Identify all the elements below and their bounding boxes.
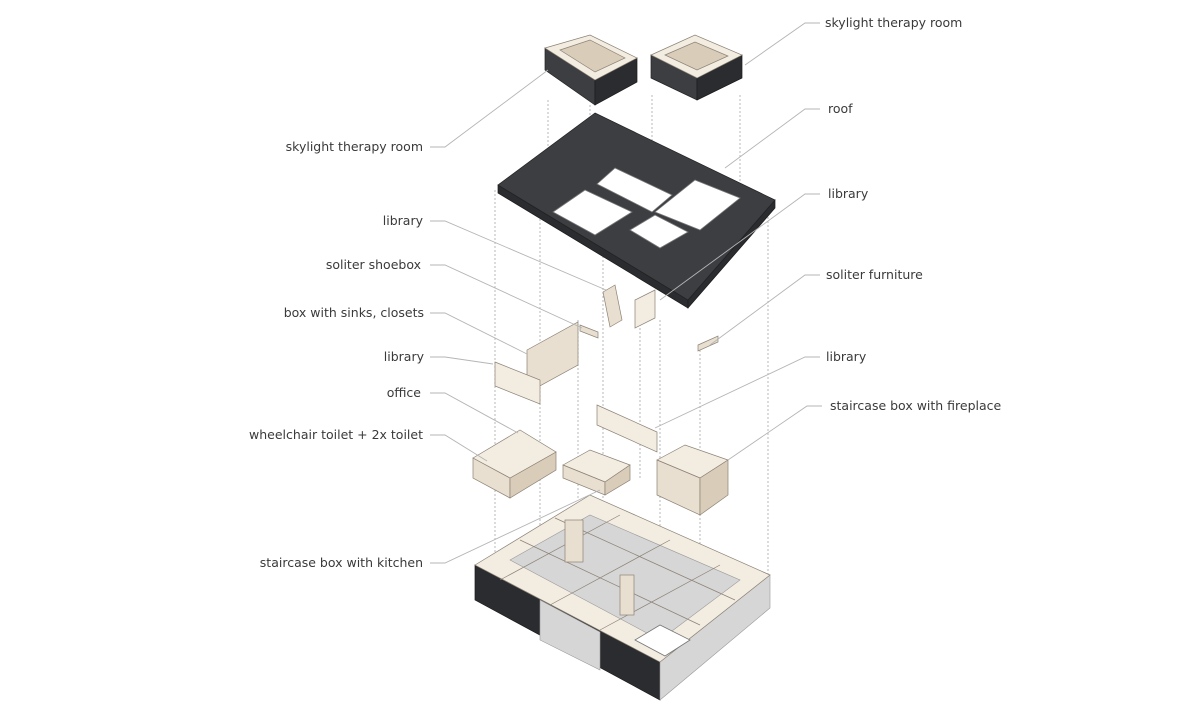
office-and-toilets (472, 429, 557, 499)
leader-lines (430, 22, 822, 564)
staircase-box-with-fireplace (656, 444, 729, 516)
label-soliter-shoebox: soliter shoebox (326, 257, 421, 272)
label-soliter-furniture: soliter furniture (826, 267, 923, 282)
skylight-opening (596, 167, 673, 213)
label-roof: roof (828, 101, 853, 116)
library-grid-upper (634, 289, 656, 329)
library-wall-upper (602, 284, 623, 328)
soliter-furniture (697, 335, 719, 352)
label-library: library (826, 349, 867, 364)
ground-floor-structure (474, 494, 771, 701)
label-staircase-box-with-fireplace: staircase box with fireplace (830, 398, 1002, 413)
labels-right: skylight therapy room roof library solit… (825, 15, 1002, 413)
skylight-opening (552, 189, 633, 236)
skylight-therapy-room-left (544, 34, 638, 106)
label-library: library (828, 186, 869, 201)
skylight-opening (629, 214, 689, 249)
skylight-opening (654, 179, 741, 231)
labels-left: skylight therapy room library soliter sh… (249, 139, 425, 570)
label-library: library (383, 213, 424, 228)
library-wall-lower-left (494, 361, 541, 405)
label-box-with-sinks-closets: box with sinks, closets (284, 305, 424, 320)
label-skylight-therapy-room-left: skylight therapy room (286, 139, 423, 154)
soliter-shoebox (579, 324, 599, 339)
label-library: library (384, 349, 425, 364)
label-skylight-therapy-room-right: skylight therapy room (825, 15, 962, 30)
label-wheelchair-toilet: wheelchair toilet + 2x toilet (249, 427, 423, 442)
skylight-therapy-room-right (650, 34, 743, 101)
library-grid-lower (596, 404, 658, 453)
label-office: office (387, 385, 422, 400)
staircase-box-with-kitchen (562, 449, 631, 496)
roof (497, 112, 776, 309)
label-staircase-box-with-kitchen: staircase box with kitchen (260, 555, 423, 570)
